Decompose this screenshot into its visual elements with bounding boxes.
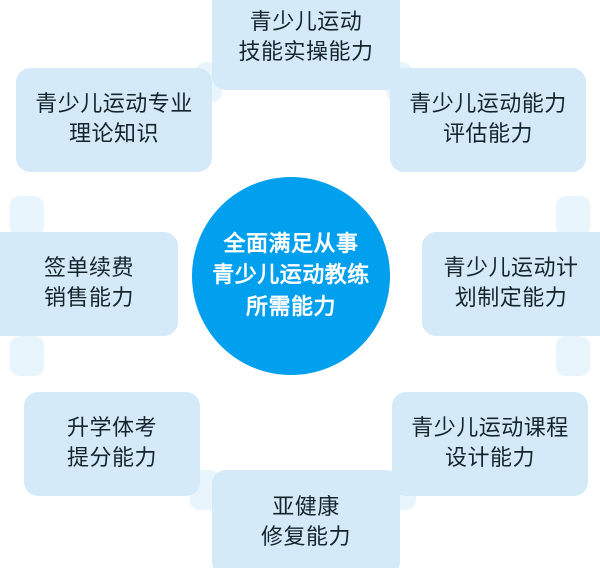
capability-node-top-right[interactable]: 青少儿运动能力 评估能力 xyxy=(390,68,586,172)
capability-node-top-right-label: 青少儿运动能力 评估能力 xyxy=(409,91,567,147)
connector-topleft-left xyxy=(10,196,44,236)
connector-topright-right xyxy=(556,196,590,236)
capability-node-top-left[interactable]: 青少儿运动专业 理论知识 xyxy=(16,68,212,172)
capability-node-bottom-label: 亚健康 修复能力 xyxy=(260,494,351,550)
capability-node-bottom[interactable]: 亚健康 修复能力 xyxy=(212,470,400,568)
center-hub[interactable]: 全面满足从事 青少儿运动教练 所需能力 xyxy=(192,177,390,375)
connector-left-bottomleft xyxy=(10,336,44,376)
capability-node-bottom-left-label: 升学体考 提分能力 xyxy=(66,415,157,471)
capability-node-right-label: 青少儿运动计 划制定能力 xyxy=(443,255,579,311)
capability-node-right[interactable]: 青少儿运动计 划制定能力 xyxy=(422,232,600,336)
capability-node-bottom-left[interactable]: 升学体考 提分能力 xyxy=(24,392,200,496)
capability-node-left-label: 签单续费 销售能力 xyxy=(43,255,134,311)
capability-node-left[interactable]: 签单续费 销售能力 xyxy=(0,232,178,336)
capability-node-top-label: 青少儿运动 技能实操能力 xyxy=(238,9,374,65)
capability-node-bottom-right[interactable]: 青少儿运动课程 设计能力 xyxy=(392,392,588,496)
capability-node-bottom-right-label: 青少儿运动课程 设计能力 xyxy=(411,415,569,471)
center-hub-label: 全面满足从事 青少儿运动教练 所需能力 xyxy=(212,232,370,320)
capability-node-top[interactable]: 青少儿运动 技能实操能力 xyxy=(212,0,400,90)
connector-right-bottomright xyxy=(556,336,590,376)
capability-node-top-left-label: 青少儿运动专业 理论知识 xyxy=(35,91,193,147)
